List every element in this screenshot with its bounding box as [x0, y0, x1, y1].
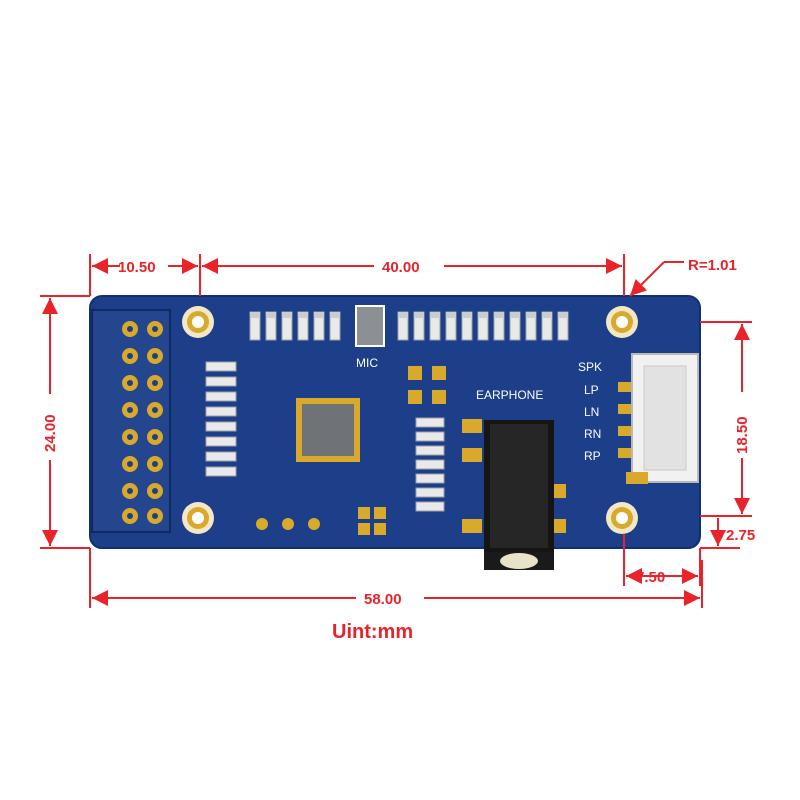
speaker-connector	[618, 353, 699, 484]
rp-label: RP	[584, 449, 601, 463]
lp-label: LP	[584, 383, 599, 397]
unit-label: Uint:mm	[332, 621, 413, 643]
dim-right-offset: 7.50	[636, 569, 665, 586]
test-pads	[256, 507, 386, 535]
microphone-chip	[355, 305, 385, 347]
mounting-hole-bottom-left	[182, 502, 214, 534]
dim-hole-spacing-y: 18.50	[734, 416, 751, 454]
rn-label: RN	[584, 427, 601, 441]
audio-codec-chip	[296, 398, 360, 462]
ln-label: LN	[584, 405, 599, 419]
smd-components-left-column	[205, 361, 237, 477]
earphone-jack	[462, 419, 566, 570]
dim-bottom-offset: 2.75	[726, 527, 755, 544]
pin-header	[91, 309, 171, 533]
dim-corner-radius: R=1.01	[688, 257, 737, 274]
mounting-hole-bottom-right	[606, 502, 638, 534]
mic-label: MIC	[356, 356, 378, 370]
smd-pad-ends-top-row	[250, 312, 568, 318]
dimension-lines	[40, 254, 752, 608]
dim-height: 24.00	[42, 414, 59, 452]
earphone-label: EARPHONE	[476, 388, 543, 402]
spk-label: SPK	[578, 360, 602, 374]
mounting-hole-top-right	[606, 306, 638, 338]
dim-left-offset: 10.50	[118, 259, 156, 276]
dim-hole-spacing-x: 40.00	[382, 259, 420, 276]
smd-components-middle	[408, 366, 446, 512]
mounting-hole-top-left	[182, 306, 214, 338]
dim-width: 58.00	[364, 591, 402, 608]
